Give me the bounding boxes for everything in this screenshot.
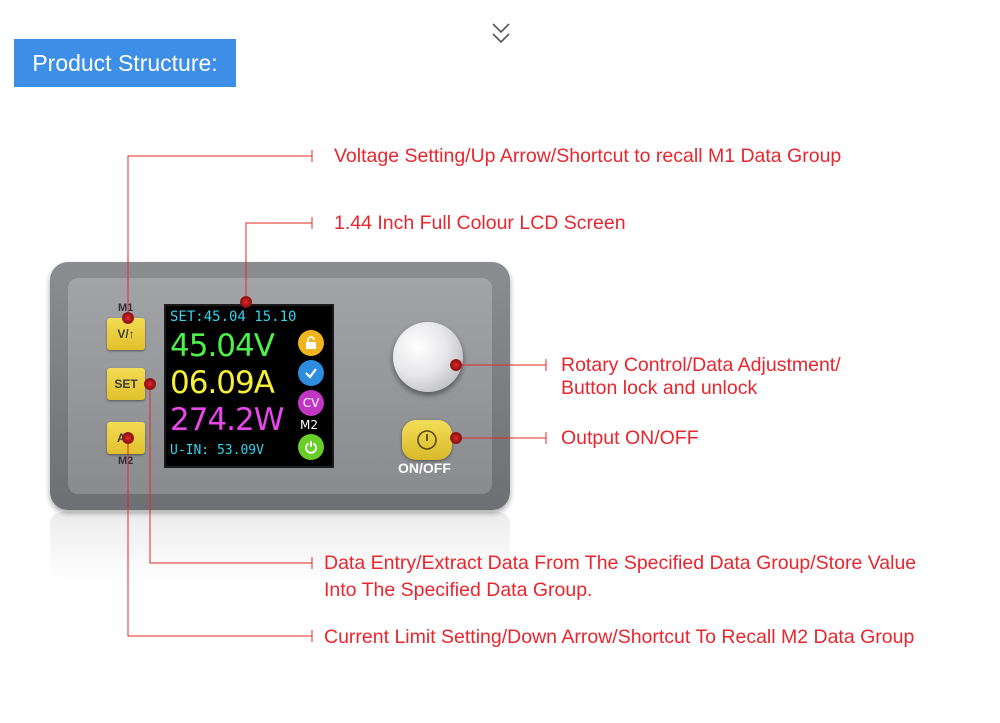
memory-group-indicator: M2 xyxy=(300,418,318,432)
lcd-input-voltage: U-IN: 53.09V xyxy=(170,443,264,458)
knob-marker xyxy=(450,359,462,371)
m2-button-marker xyxy=(122,432,134,444)
m2-label: M2 xyxy=(118,455,134,467)
cv-mode-indicator: CV xyxy=(298,390,324,416)
lcd-current: 06.09A xyxy=(170,365,275,401)
m1-button-marker xyxy=(122,312,134,324)
lcd-set-readout: SET:45.04 15.10 xyxy=(170,309,297,325)
power-icon xyxy=(298,434,324,460)
output-onoff-button[interactable] xyxy=(402,420,452,460)
set-button-marker xyxy=(144,378,156,390)
power-button-icon xyxy=(417,430,437,450)
lcd-marker xyxy=(240,296,252,308)
device-reflection xyxy=(50,512,510,582)
annotation-lcd-screen: 1.44 Inch Full Colour LCD Screen xyxy=(334,212,626,234)
annotation-output: Output ON/OFF xyxy=(561,427,699,449)
lcd-voltage: 45.04V xyxy=(170,328,275,364)
onoff-label: ON/OFF xyxy=(398,460,451,476)
set-button[interactable]: SET xyxy=(107,368,145,400)
check-icon xyxy=(298,360,324,386)
onoff-marker xyxy=(450,432,462,444)
rotary-knob[interactable] xyxy=(393,322,463,392)
lock-icon xyxy=(298,330,324,356)
annotation-data-entry-line2: Into The Specified Data Group. xyxy=(324,579,593,601)
lcd-screen: SET:45.04 15.10 45.04V 06.09A 274.2W U-I… xyxy=(164,304,334,468)
annotation-current-limit: Current Limit Setting/Down Arrow/Shortcu… xyxy=(324,626,915,648)
annotation-data-entry-line1: Data Entry/Extract Data From The Specifi… xyxy=(324,552,917,574)
chevron-down-icon[interactable] xyxy=(490,20,512,48)
annotation-rotary-line1: Rotary Control/Data Adjustment/ xyxy=(561,354,841,376)
annotation-voltage-setting: Voltage Setting/Up Arrow/Shortcut to rec… xyxy=(334,145,842,167)
annotation-rotary-line2: Button lock and unlock xyxy=(561,377,758,399)
voltage-up-button[interactable]: V/↑ xyxy=(107,318,145,350)
lcd-power: 274.2W xyxy=(170,402,284,438)
m1-label: M1 xyxy=(118,302,134,314)
page-title: Product Structure: xyxy=(14,39,236,87)
